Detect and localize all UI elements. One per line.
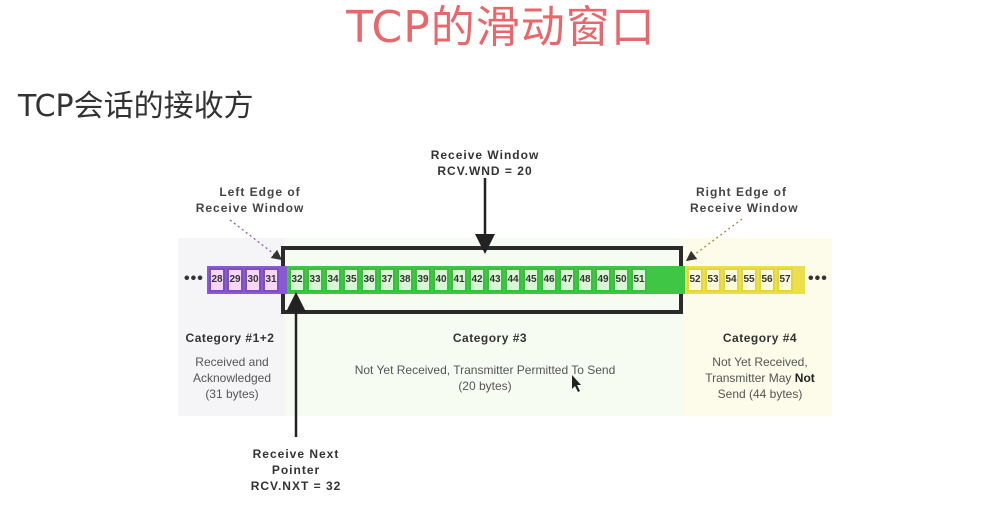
byte-cell-54: 54 xyxy=(723,268,739,292)
category-1-2-desc: Received and Acknowledged (31 bytes) xyxy=(170,354,294,402)
category-4-desc-not-emphasis: Not xyxy=(794,371,815,385)
receive-window-label-line1: Receive Window xyxy=(430,148,540,162)
receive-next-label-line1: Receive Next xyxy=(252,447,340,461)
left-edge-label-line1: Left Edge of xyxy=(219,185,301,199)
category-3-desc-line2: (20 bytes) xyxy=(458,379,512,393)
category-1-2-desc-line1: Received and xyxy=(195,355,269,369)
byte-cell-53: 53 xyxy=(705,268,721,292)
byte-cell-48: 48 xyxy=(577,268,593,292)
byte-cell-55: 55 xyxy=(741,268,757,292)
category-4-desc-line2: Transmitter May Not xyxy=(685,370,835,386)
category-1-2-desc-line3: (31 bytes) xyxy=(205,387,259,401)
mouse-cursor-icon xyxy=(572,375,581,392)
category-3-desc-line1: Not Yet Received, Transmitter Permitted … xyxy=(354,363,616,377)
left-edge-label-line2: Receive Window xyxy=(195,201,305,215)
byte-cell-51: 51 xyxy=(631,268,647,292)
byte-cell-46: 46 xyxy=(541,268,557,292)
byte-cell-36: 36 xyxy=(361,268,377,292)
receive-next-label-line2: Pointer xyxy=(271,463,321,477)
ellipsis-right: ••• xyxy=(808,270,828,287)
byte-cell-30: 30 xyxy=(245,268,261,292)
byte-cell-47: 47 xyxy=(559,268,575,292)
byte-cell-29: 29 xyxy=(227,268,243,292)
category-4-title: Category #4 xyxy=(722,331,798,345)
byte-cell-39: 39 xyxy=(415,268,431,292)
slide-subtitle: TCP会话的接收方 xyxy=(18,89,254,124)
byte-cell-41: 41 xyxy=(451,268,467,292)
byte-cell-32: 32 xyxy=(289,268,305,292)
category-3-desc: Not Yet Received, Transmitter Permitted … xyxy=(310,362,660,394)
category-3-title: Category #3 xyxy=(452,331,528,345)
byte-cell-37: 37 xyxy=(379,268,395,292)
byte-cell-49: 49 xyxy=(595,268,611,292)
receive-next-label: Receive Next Pointer RCV.NXT = 32 xyxy=(226,446,366,494)
category-4-desc-line3: Send (44 bytes) xyxy=(717,387,803,401)
receive-window-label-line2: RCV.WND = 20 xyxy=(437,164,533,178)
ellipsis-left: ••• xyxy=(184,270,204,287)
right-edge-label: Right Edge of Receive Window xyxy=(690,184,820,216)
receive-window-label: Receive Window RCV.WND = 20 xyxy=(405,147,565,179)
byte-cell-38: 38 xyxy=(397,268,413,292)
byte-cell-44: 44 xyxy=(505,268,521,292)
byte-cell-42: 42 xyxy=(469,268,485,292)
byte-cell-35: 35 xyxy=(343,268,359,292)
byte-cell-45: 45 xyxy=(523,268,539,292)
byte-cell-52: 52 xyxy=(687,268,703,292)
left-edge-arrow xyxy=(229,219,283,261)
category-1-2-desc-line2: Acknowledged xyxy=(192,371,272,385)
byte-cell-40: 40 xyxy=(433,268,449,292)
category-4-desc-line1: Not Yet Received, xyxy=(712,355,808,369)
slide-title: TCP的滑动窗口 xyxy=(346,2,656,53)
category-4-desc: Not Yet Received, Transmitter May Not Se… xyxy=(685,354,835,402)
byte-cell-28: 28 xyxy=(209,268,225,292)
receive-next-label-line3: RCV.NXT = 32 xyxy=(250,479,342,493)
right-edge-label-line2: Receive Window xyxy=(690,201,799,215)
byte-cell-34: 34 xyxy=(325,268,341,292)
right-edge-label-line1: Right Edge of xyxy=(696,185,787,199)
left-edge-label: Left Edge of Receive Window xyxy=(180,184,320,216)
byte-cell-31: 31 xyxy=(263,268,279,292)
right-edge-arrow xyxy=(685,218,743,262)
byte-cell-57: 57 xyxy=(777,268,793,292)
byte-cell-43: 43 xyxy=(487,268,503,292)
byte-cell-50: 50 xyxy=(613,268,629,292)
category-4-desc-line2-text: Transmitter May xyxy=(705,371,795,385)
category-1-2-title: Category #1+2 xyxy=(185,331,275,345)
byte-cell-56: 56 xyxy=(759,268,775,292)
byte-cell-33: 33 xyxy=(307,268,323,292)
